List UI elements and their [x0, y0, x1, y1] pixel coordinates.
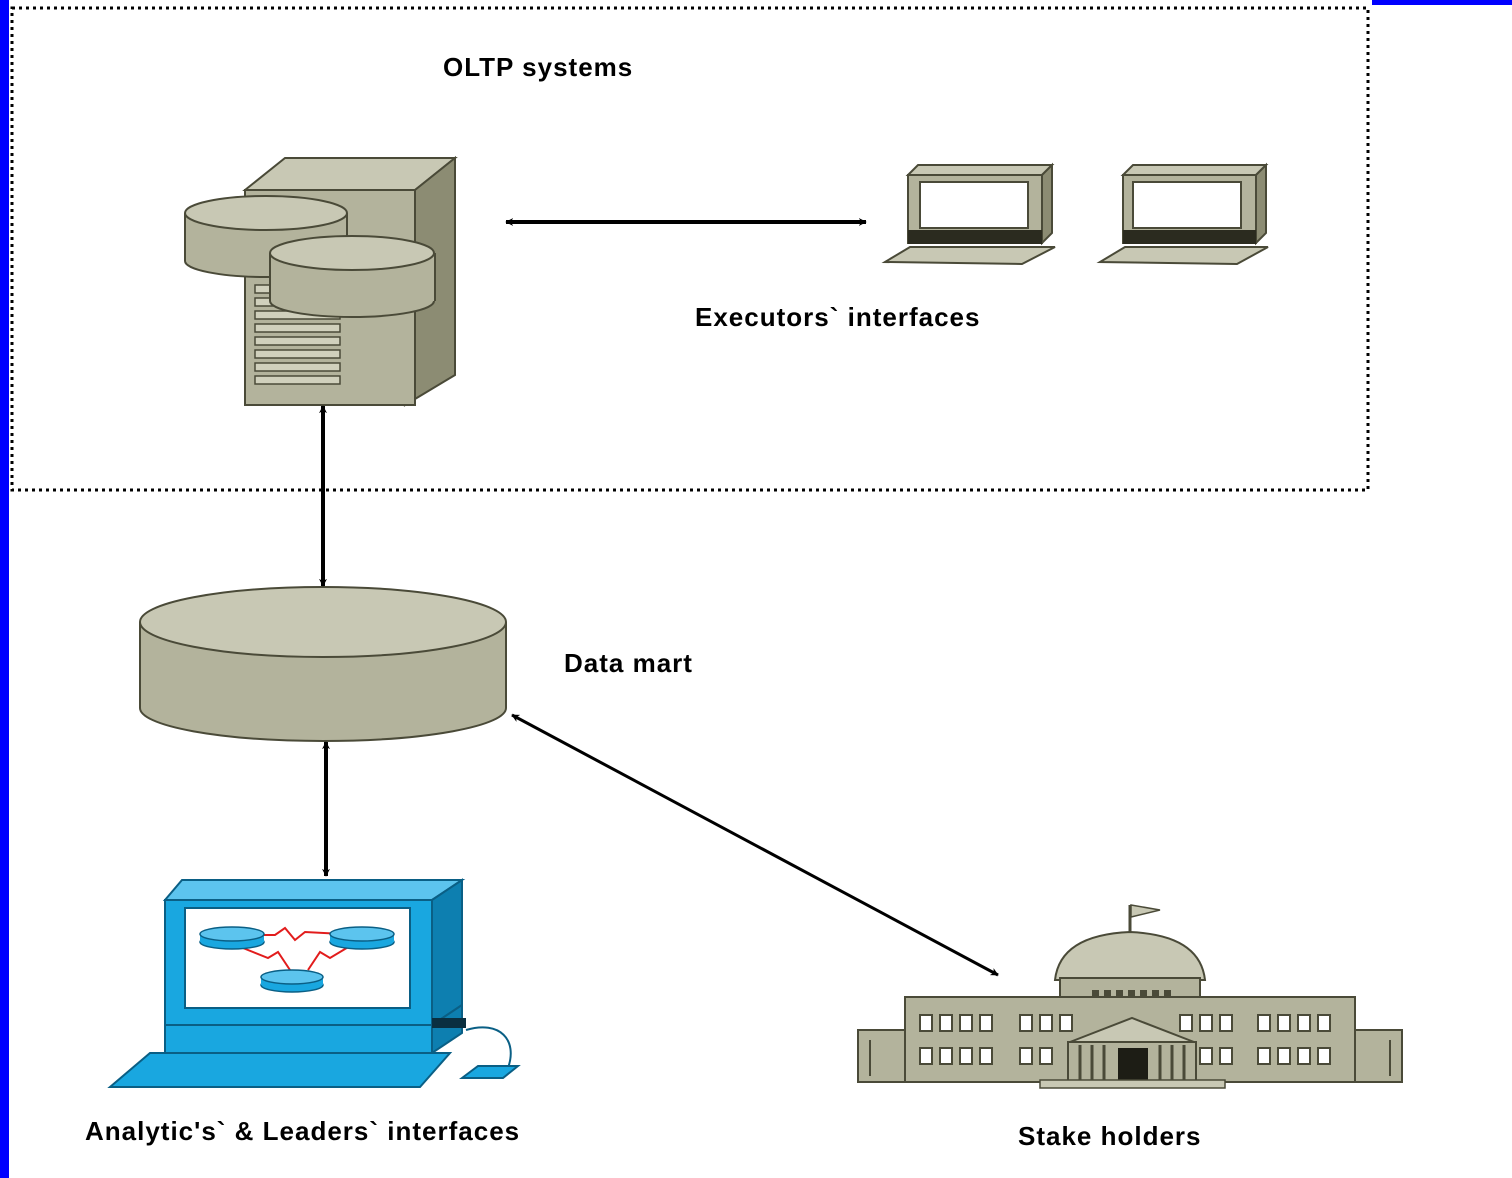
top-blue-border: [1372, 0, 1512, 5]
workstation-icon: [107, 878, 521, 1088]
stake-holders-label: Stake holders: [1018, 1121, 1202, 1151]
server-with-disks-icon: [184, 155, 458, 407]
data-mart-label: Data mart: [564, 648, 693, 678]
terminal-icon: [1096, 162, 1269, 266]
oltp-systems-label: OLTP systems: [443, 52, 634, 82]
executors-interfaces-label: Executors` interfaces: [695, 302, 981, 332]
left-blue-border: [0, 0, 9, 1178]
arrow-datamart-stakeholders: [511, 713, 999, 977]
terminal-icon: [881, 162, 1056, 266]
database-cylinder-icon: [139, 586, 507, 742]
government-building-icon: [857, 904, 1403, 1089]
oltp-boundary: [10, 6, 1370, 492]
analytics-leaders-interfaces-label: Analytic's` & Leaders` interfaces: [85, 1116, 521, 1146]
